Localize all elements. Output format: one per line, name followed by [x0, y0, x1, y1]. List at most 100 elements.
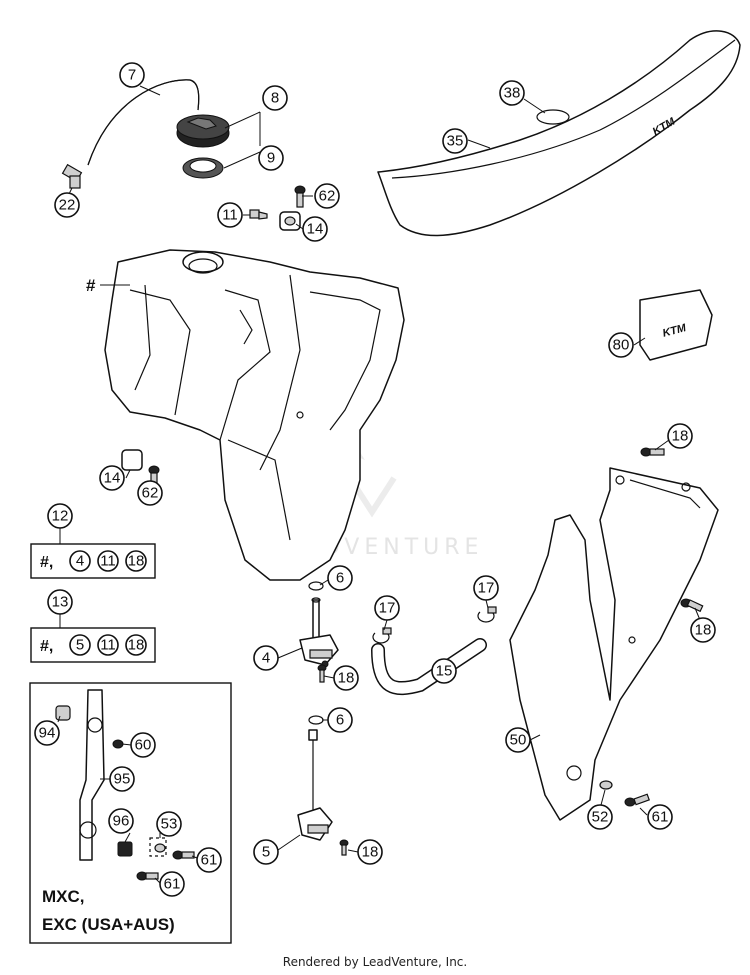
callout-6-b: 6 [327, 707, 353, 733]
screw-62-lower [148, 465, 160, 484]
callout-15: 15 [431, 658, 457, 684]
callout-50: 50 [505, 727, 531, 753]
screw-18-b [680, 598, 704, 613]
kit-12-item-3: 18 [128, 553, 145, 570]
screw-61-side [624, 793, 650, 807]
svg-text:12: 12 [52, 508, 69, 525]
side-cover [509, 467, 719, 821]
svg-text:7: 7 [128, 67, 136, 84]
o-ring-6b [308, 715, 324, 725]
fuel-tap-5 [297, 729, 333, 841]
washer-52 [599, 780, 613, 790]
callout-61-box-a: 61 [196, 847, 222, 873]
elbow-fitting [61, 163, 83, 189]
screw-18-a [640, 447, 665, 457]
kit-12-item-1: 4 [76, 553, 84, 570]
callout-8: 8 [262, 85, 288, 111]
seat: KTM [377, 30, 741, 237]
o-ring-6a [308, 581, 324, 591]
callout-62-top: 62 [314, 183, 340, 209]
hose-clamp-17a [372, 627, 392, 644]
callout-18-side-a: 18 [667, 423, 693, 449]
callout-18-tap4: 18 [333, 665, 359, 691]
callout-94: 94 [34, 720, 60, 746]
kit-13-item-1: 5 [76, 637, 84, 654]
kit-13-item-3: 18 [128, 637, 145, 654]
callout-22: 22 [54, 192, 80, 218]
fuel-hose [371, 638, 487, 696]
svg-text:95: 95 [114, 771, 131, 788]
hose-clamp-17b [477, 606, 497, 623]
kit-13: #, 5 11 18 [30, 614, 156, 663]
kit-13-item-2: 11 [100, 637, 116, 654]
svg-text:6: 6 [336, 570, 344, 587]
variant-line-2: EXC (USA+AUS) [42, 915, 175, 934]
callout-14-lower: 14 [99, 465, 125, 491]
callout-80: 80 [608, 332, 634, 358]
screw-60 [112, 739, 124, 749]
svg-text:18: 18 [672, 428, 689, 445]
svg-text:18: 18 [362, 844, 379, 861]
fuel-cap [176, 114, 230, 148]
bushing-94 [55, 705, 71, 721]
svg-text:14: 14 [307, 221, 324, 238]
tank-hash-label: # [86, 276, 96, 295]
svg-text:61: 61 [652, 809, 669, 826]
svg-text:14: 14 [104, 470, 121, 487]
rubber-bushing-14-lower [121, 449, 143, 471]
screw-11 [249, 209, 268, 220]
callout-62-lower: 62 [137, 480, 163, 506]
svg-text:17: 17 [478, 580, 495, 597]
fuel-tap-4 [299, 597, 339, 668]
svg-text:11: 11 [222, 207, 238, 224]
svg-text:5: 5 [262, 844, 270, 861]
callout-6-a: 6 [327, 565, 353, 591]
svg-text:4: 4 [262, 650, 270, 667]
svg-text:15: 15 [436, 663, 453, 680]
svg-text:53: 53 [161, 816, 178, 833]
callout-95: 95 [109, 766, 135, 792]
svg-text:94: 94 [39, 725, 56, 742]
clip-96 [117, 841, 133, 857]
svg-text:18: 18 [338, 670, 355, 687]
svg-text:22: 22 [59, 197, 76, 214]
callout-17-a: 17 [374, 595, 400, 621]
screw-18-tap5 [339, 839, 349, 856]
svg-text:62: 62 [319, 188, 336, 205]
callout-13: 13 [47, 589, 73, 615]
screw-61-box-b [136, 871, 159, 881]
callout-7: 7 [119, 62, 145, 88]
svg-text:9: 9 [267, 150, 275, 167]
screw-61-box-a [172, 850, 195, 860]
variant-box [29, 682, 232, 944]
svg-text:52: 52 [592, 809, 609, 826]
fuel-tank [104, 249, 405, 581]
callout-38: 38 [499, 80, 525, 106]
screw-62-top [294, 185, 306, 208]
kit-12-prefix: #, [40, 554, 53, 571]
callout-61-box-b: 61 [159, 871, 185, 897]
callout-96: 96 [108, 808, 134, 834]
callout-18-tap5: 18 [357, 839, 383, 865]
washer-53 [149, 837, 167, 857]
callout-52: 52 [587, 804, 613, 830]
cap-gasket [182, 157, 224, 179]
callout-5: 5 [253, 839, 279, 865]
kit-12: #, 4 11 18 [30, 528, 156, 579]
callouts: 7 8 9 22 38 35 62 11 14 80 18 14 62 12 1… [34, 62, 716, 897]
svg-text:50: 50 [510, 732, 527, 749]
ktm-sticker: KTM [639, 289, 713, 361]
svg-text:38: 38 [504, 85, 521, 102]
callout-53: 53 [156, 811, 182, 837]
svg-text:35: 35 [447, 133, 464, 150]
svg-text:18: 18 [695, 622, 712, 639]
bracket-95 [79, 689, 105, 861]
kit-12-item-2: 11 [100, 553, 116, 570]
rubber-bushing-14-top [279, 211, 301, 231]
svg-text:62: 62 [142, 485, 159, 502]
svg-text:61: 61 [164, 876, 181, 893]
svg-text:60: 60 [135, 737, 152, 754]
svg-text:80: 80 [613, 337, 630, 354]
screw-18-tap4 [317, 664, 327, 683]
